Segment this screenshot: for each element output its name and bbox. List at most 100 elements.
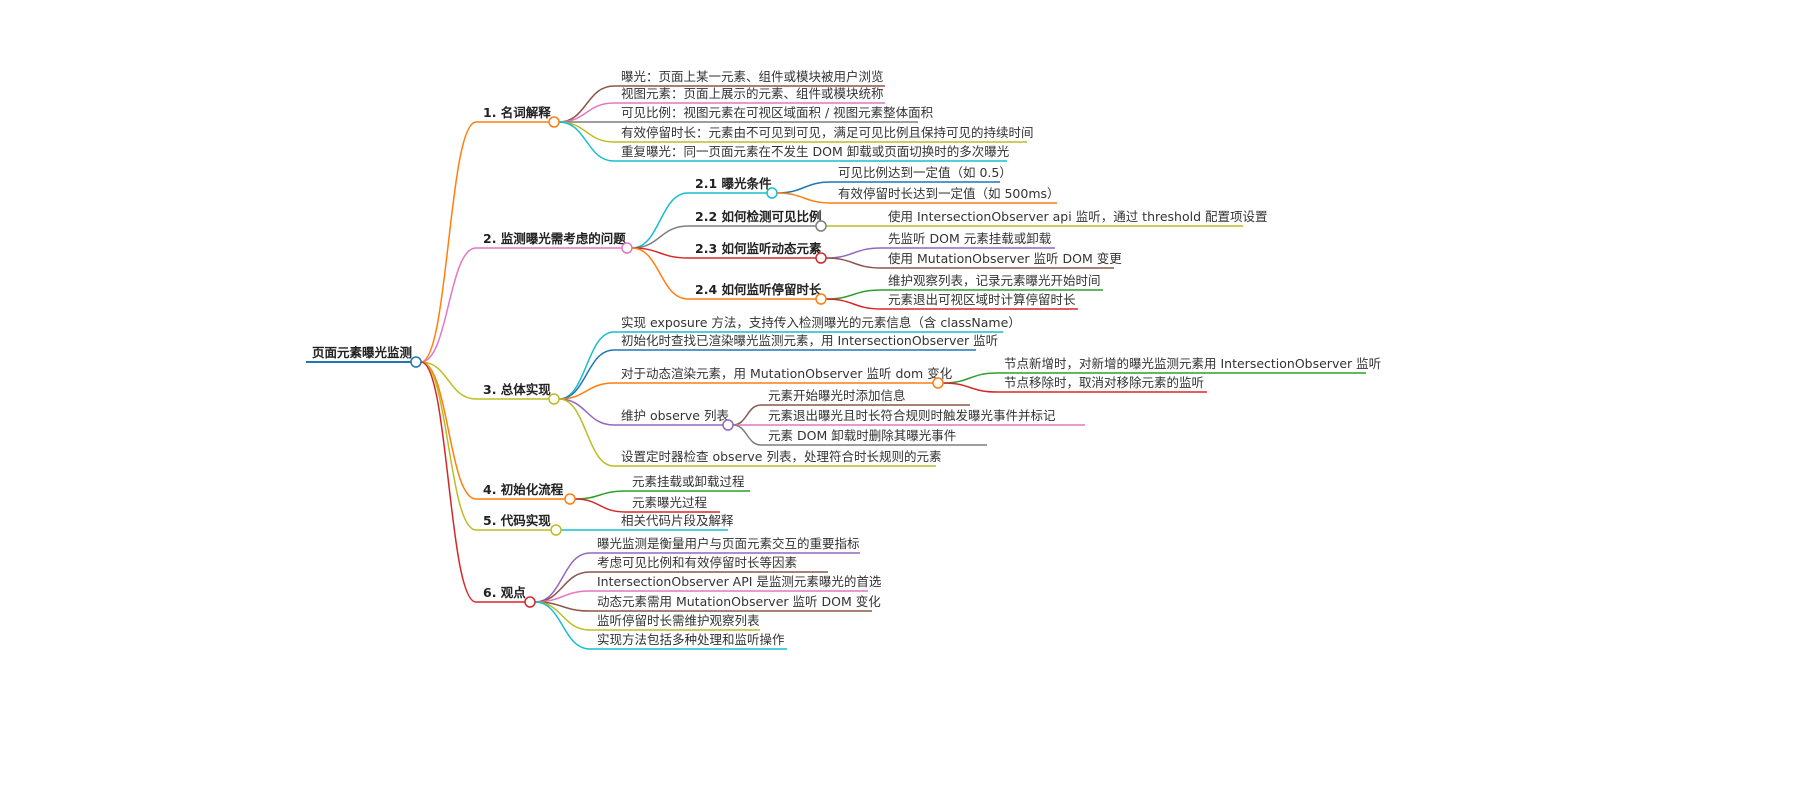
node-label: 实现方法包括多种处理和监听操作: [597, 632, 785, 647]
branch-connector: [825, 289, 882, 300]
topic-node[interactable]: 5. 代码实现: [476, 513, 562, 536]
leaf-node[interactable]: 实现方法包括多种处理和监听操作: [590, 632, 787, 650]
root-node[interactable]: 页面元素曝光监测: [306, 345, 422, 368]
topic-node[interactable]: 2.1 曝光条件: [688, 176, 778, 199]
topic-node[interactable]: 2.2 如何检测可见比例: [688, 209, 827, 232]
leaf-node[interactable]: 可见比例达到一定值（如 0.5）: [831, 165, 1012, 183]
topic-node[interactable]: 2.3 如何监听动态元素: [688, 241, 827, 264]
node-label: 可见比例达到一定值（如 0.5）: [838, 165, 1012, 180]
leaf-node[interactable]: 曝光：页面上某一元素、组件或模块被用户浏览: [614, 69, 885, 87]
leaf-node[interactable]: 考虑可见比例和有效停留时长等因素: [590, 555, 828, 573]
leaf-node[interactable]: 元素退出可视区域时计算停留时长: [881, 292, 1078, 310]
node-label: 3. 总体实现: [483, 382, 551, 397]
leaf-node[interactable]: IntersectionObserver API 是监测元素曝光的首选: [590, 574, 882, 592]
leaf-node[interactable]: 使用 MutationObserver 监听 DOM 变更: [881, 251, 1122, 269]
branch-connector: [558, 349, 615, 400]
mindmap-edges: [420, 85, 998, 650]
topic-node[interactable]: 维护 observe 列表: [614, 408, 734, 431]
branch-connector: [558, 121, 615, 143]
leaf-node[interactable]: 元素退出曝光且时长符合规则时触发曝光事件并标记: [761, 408, 1085, 426]
collapse-toggle-icon[interactable]: [548, 116, 560, 128]
leaf-node[interactable]: 元素挂载或卸载过程: [625, 474, 750, 492]
node-label: 相关代码片段及解释: [621, 513, 734, 528]
leaf-node[interactable]: 元素曝光过程: [625, 495, 720, 513]
branch-connector: [825, 247, 882, 259]
collapse-toggle-icon[interactable]: [564, 493, 576, 505]
topic-node[interactable]: 对于动态渲染元素，用 MutationObserver 监听 dom 变化: [614, 366, 953, 389]
topic-node[interactable]: 2.4 如何监听停留时长: [688, 282, 827, 305]
branch-connector: [732, 424, 762, 446]
leaf-node[interactable]: 监听停留时长需维护观察列表: [590, 613, 760, 631]
node-label: 元素退出可视区域时计算停留时长: [888, 292, 1076, 307]
node-label: 监听停留时长需维护观察列表: [597, 613, 760, 628]
node-label: 2.1 曝光条件: [695, 176, 772, 191]
topic-node[interactable]: 2. 监测曝光需考虑的问题: [476, 231, 633, 254]
branch-connector: [420, 247, 477, 363]
node-label: 视图元素：页面上展示的元素、组件或模块统称: [621, 86, 884, 101]
branch-connector: [825, 257, 882, 269]
leaf-node[interactable]: 初始化时查找已渲染曝光监测元素，用 IntersectionObserver 监…: [614, 333, 998, 351]
branch-connector: [574, 490, 626, 500]
leaf-node[interactable]: 相关代码片段及解释: [614, 513, 734, 531]
node-label: IntersectionObserver API 是监测元素曝光的首选: [597, 574, 882, 589]
leaf-node[interactable]: 有效停留时长：元素由不可见到可见，满足可见比例且保持可见的持续时间: [614, 125, 1034, 143]
topic-node[interactable]: 6. 观点: [476, 585, 536, 608]
node-label: 考虑可见比例和有效停留时长等因素: [597, 555, 797, 570]
collapse-toggle-icon[interactable]: [722, 419, 734, 431]
leaf-node[interactable]: 设置定时器检查 observe 列表，处理符合时长规则的元素: [614, 449, 941, 467]
node-label: 节点移除时，取消对移除元素的监听: [1004, 375, 1204, 390]
branch-connector: [825, 298, 882, 310]
collapse-toggle-icon[interactable]: [548, 393, 560, 405]
collapse-toggle-icon[interactable]: [524, 596, 536, 608]
node-label: 有效停留时长达到一定值（如 500ms）: [838, 186, 1060, 201]
branch-connector: [420, 361, 477, 603]
node-label: 重复曝光：同一页面元素在不发生 DOM 卸载或页面切换时的多次曝光: [621, 144, 1009, 159]
branch-connector: [776, 192, 832, 204]
node-label: 元素开始曝光时添加信息: [768, 388, 906, 403]
collapse-toggle-icon[interactable]: [815, 293, 827, 305]
branch-connector: [776, 181, 832, 194]
leaf-node[interactable]: 节点移除时，取消对移除元素的监听: [997, 375, 1207, 393]
leaf-node[interactable]: 元素开始曝光时添加信息: [761, 388, 970, 406]
branch-connector: [631, 192, 689, 249]
leaf-node[interactable]: 节点新增时，对新增的曝光监测元素用 IntersectionObserver 监…: [997, 356, 1381, 374]
collapse-toggle-icon[interactable]: [815, 220, 827, 232]
node-label: 曝光监测是衡量用户与页面元素交互的重要指标: [597, 536, 860, 551]
collapse-toggle-icon[interactable]: [550, 524, 562, 536]
node-label: 元素挂载或卸载过程: [632, 474, 745, 489]
leaf-node[interactable]: 元素 DOM 卸载时删除其曝光事件: [761, 428, 987, 446]
collapse-toggle-icon[interactable]: [766, 187, 778, 199]
collapse-toggle-icon[interactable]: [410, 356, 422, 368]
node-label: 对于动态渲染元素，用 MutationObserver 监听 dom 变化: [621, 366, 953, 381]
node-label: 6. 观点: [483, 585, 526, 600]
leaf-node[interactable]: 维护观察列表，记录元素曝光开始时间: [881, 273, 1103, 291]
mindmap-nodes: 页面元素曝光监测 1. 名词解释 曝光：页面上某一元素、组件或模块被用户浏览视图元素…: [306, 69, 1381, 650]
leaf-node[interactable]: 先监听 DOM 元素挂载或卸载: [881, 231, 1055, 249]
topic-node[interactable]: 1. 名词解释: [476, 105, 560, 128]
collapse-toggle-icon[interactable]: [815, 252, 827, 264]
node-label: 元素曝光过程: [632, 495, 708, 510]
node-label: 初始化时查找已渲染曝光监测元素，用 IntersectionObserver 监…: [621, 333, 998, 348]
leaf-node[interactable]: 动态元素需用 MutationObserver 监听 DOM 变化: [590, 594, 881, 612]
collapse-toggle-icon[interactable]: [932, 377, 944, 389]
topic-node[interactable]: 3. 总体实现: [476, 382, 560, 405]
node-label: 页面元素曝光监测: [312, 345, 412, 360]
topic-node[interactable]: 4. 初始化流程: [476, 482, 576, 505]
branch-connector: [732, 404, 762, 426]
node-label: 使用 MutationObserver 监听 DOM 变更: [888, 251, 1122, 266]
node-label: 可见比例：视图元素在可视区域面积 / 视图元素整体面积: [621, 105, 933, 120]
node-label: 2.3 如何监听动态元素: [695, 241, 822, 256]
branch-connector: [420, 361, 477, 400]
leaf-node[interactable]: 使用 IntersectionObserver api 监听，通过 thresh…: [881, 209, 1268, 227]
leaf-node[interactable]: 可见比例：视图元素在可视区域面积 / 视图元素整体面积: [614, 105, 933, 123]
leaf-node[interactable]: 有效停留时长达到一定值（如 500ms）: [831, 186, 1060, 204]
collapse-toggle-icon[interactable]: [621, 242, 633, 254]
leaf-node[interactable]: 重复曝光：同一页面元素在不发生 DOM 卸载或页面切换时的多次曝光: [614, 144, 1009, 162]
leaf-node[interactable]: 曝光监测是衡量用户与页面元素交互的重要指标: [590, 536, 860, 554]
leaf-node[interactable]: 实现 exposure 方法，支持传入检测曝光的元素信息（含 className…: [614, 315, 1021, 333]
node-label: 动态元素需用 MutationObserver 监听 DOM 变化: [597, 594, 881, 609]
node-label: 1. 名词解释: [483, 105, 551, 120]
leaf-node[interactable]: 视图元素：页面上展示的元素、组件或模块统称: [614, 86, 885, 104]
branch-connector: [631, 247, 689, 300]
